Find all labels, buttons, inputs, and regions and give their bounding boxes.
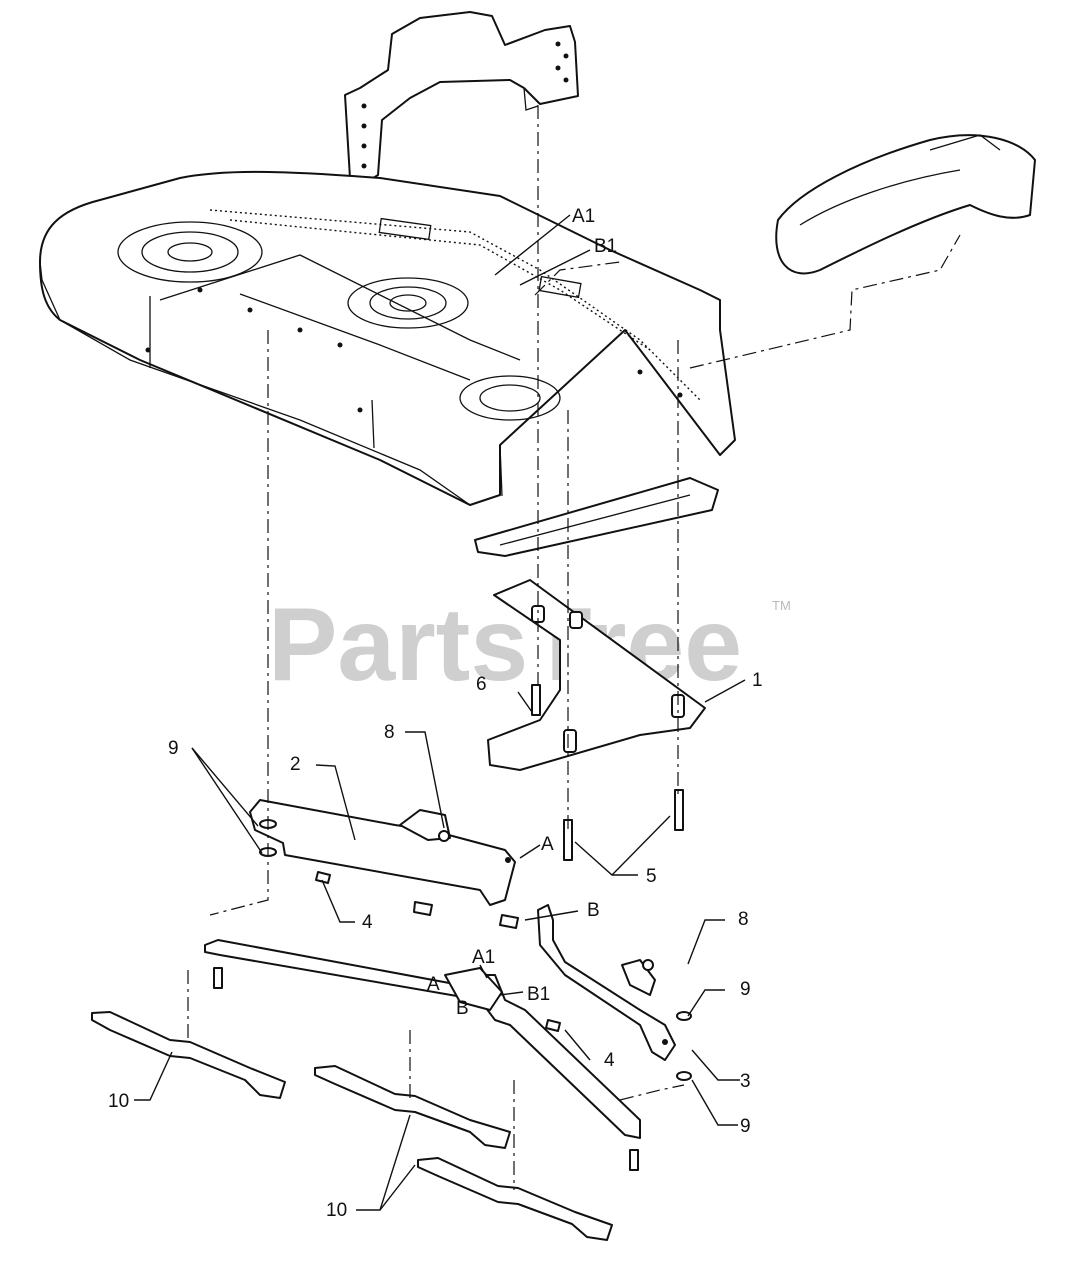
- watermark-trademark: TM: [772, 598, 791, 613]
- ref-a-left-baffle: A: [541, 834, 554, 855]
- callout-part-4-left: 4: [362, 912, 373, 933]
- callout-part-8-right: 8: [738, 909, 749, 930]
- ref-a1-lower: A1: [472, 947, 495, 968]
- mower-deck-housing: [39, 170, 736, 506]
- ref-a1-top: A1: [572, 206, 595, 227]
- blade-support-bar: [204, 939, 641, 1139]
- deck-hanger-bracket: [344, 11, 579, 186]
- callout-part-6: 6: [476, 674, 487, 695]
- blade-right: [417, 1157, 613, 1241]
- ref-b1-lower: B1: [527, 984, 550, 1005]
- callout-part-2: 2: [290, 754, 301, 775]
- ref-b-lower: B: [456, 998, 469, 1019]
- callout-part-5: 5: [646, 866, 657, 887]
- callout-part-1: 1: [752, 670, 763, 691]
- bolt-6: [531, 684, 541, 716]
- callout-part-10-left: 10: [108, 1091, 129, 1112]
- spindle-left: [117, 221, 263, 283]
- ref-b1-top: B1: [594, 236, 617, 257]
- callout-part-10-bottom: 10: [326, 1200, 347, 1221]
- leader-lines: [134, 214, 746, 1211]
- callout-part-8-left: 8: [384, 722, 395, 743]
- ref-b-right-baffle: B: [587, 900, 600, 921]
- callout-part-9-right-lower: 9: [740, 1116, 751, 1137]
- right-baffle-bracket: [537, 904, 676, 1061]
- deflector-shield: [487, 579, 706, 771]
- callout-part-4-right: 4: [604, 1050, 615, 1071]
- blade-left: [91, 1011, 286, 1099]
- callout-part-9-right-upper: 9: [740, 979, 751, 1000]
- bolt-5-right: [674, 789, 684, 831]
- blade-center: [314, 1065, 511, 1149]
- discharge-chute: [775, 134, 1036, 275]
- callout-part-3: 3: [740, 1071, 751, 1092]
- deck-baffle: [474, 477, 719, 557]
- callout-part-9-left: 9: [168, 738, 179, 759]
- alignment-lines: [187, 105, 961, 1190]
- left-baffle-bracket: [249, 799, 516, 906]
- ref-a-lower: A: [427, 974, 440, 995]
- spindle-center: [347, 277, 469, 329]
- spindle-right: [459, 375, 561, 421]
